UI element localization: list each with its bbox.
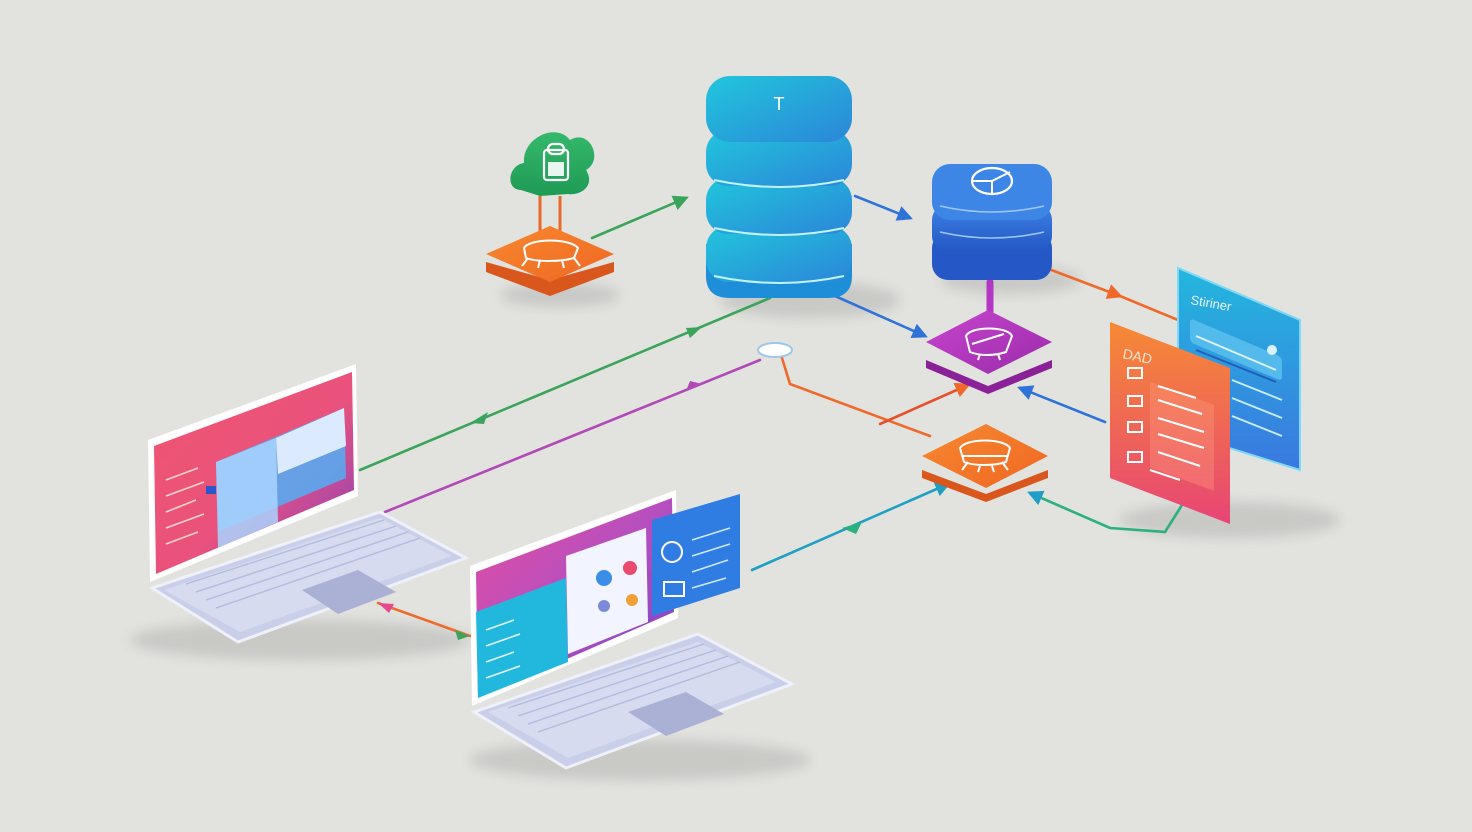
- router-icon-left[interactable]: [486, 226, 614, 296]
- cloud-lock-icon[interactable]: [510, 132, 595, 232]
- dashboard-panel-orange[interactable]: DAD: [1110, 322, 1230, 524]
- link-node-to-router: [780, 356, 932, 438]
- link-panel-to-hub: [1017, 385, 1107, 424]
- laptop-b-trackpad: [628, 692, 724, 736]
- endpoint-disc-icon[interactable]: [757, 342, 793, 358]
- link-router-to-hub: [878, 382, 971, 426]
- link-server-to-hub: [824, 290, 928, 339]
- processor-hub-icon[interactable]: [926, 310, 1052, 394]
- server-stack-icon[interactable]: T: [706, 76, 852, 298]
- link-laptops: [376, 601, 472, 638]
- laptop-b[interactable]: [470, 490, 796, 770]
- connections: [358, 194, 1184, 640]
- link-server-to-db: [853, 194, 913, 221]
- panel-blue-title: Stiriner: [1189, 292, 1233, 314]
- link-db-panel-orange: [1118, 294, 1180, 322]
- panel-orange-title: DAD: [1121, 345, 1153, 367]
- link-db-to-panel: [1044, 266, 1123, 299]
- laptop-a-trackpad: [302, 570, 396, 614]
- link-router-to-server: [590, 195, 689, 240]
- database-cube-icon[interactable]: [932, 164, 1052, 280]
- link-panel-to-router-b: [1027, 490, 1184, 534]
- server-top-label: T: [774, 94, 785, 114]
- router-icon-right[interactable]: [922, 424, 1048, 502]
- link-laptop-a-green: [358, 296, 772, 472]
- laptop-a[interactable]: [148, 364, 470, 644]
